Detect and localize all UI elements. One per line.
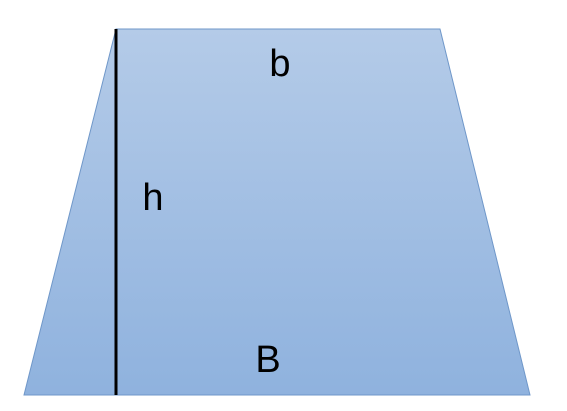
- height-label: h: [142, 177, 163, 219]
- bottom-base-label: B: [255, 339, 280, 381]
- top-base-label: b: [269, 43, 290, 85]
- trapezoid-shape: [23, 28, 531, 396]
